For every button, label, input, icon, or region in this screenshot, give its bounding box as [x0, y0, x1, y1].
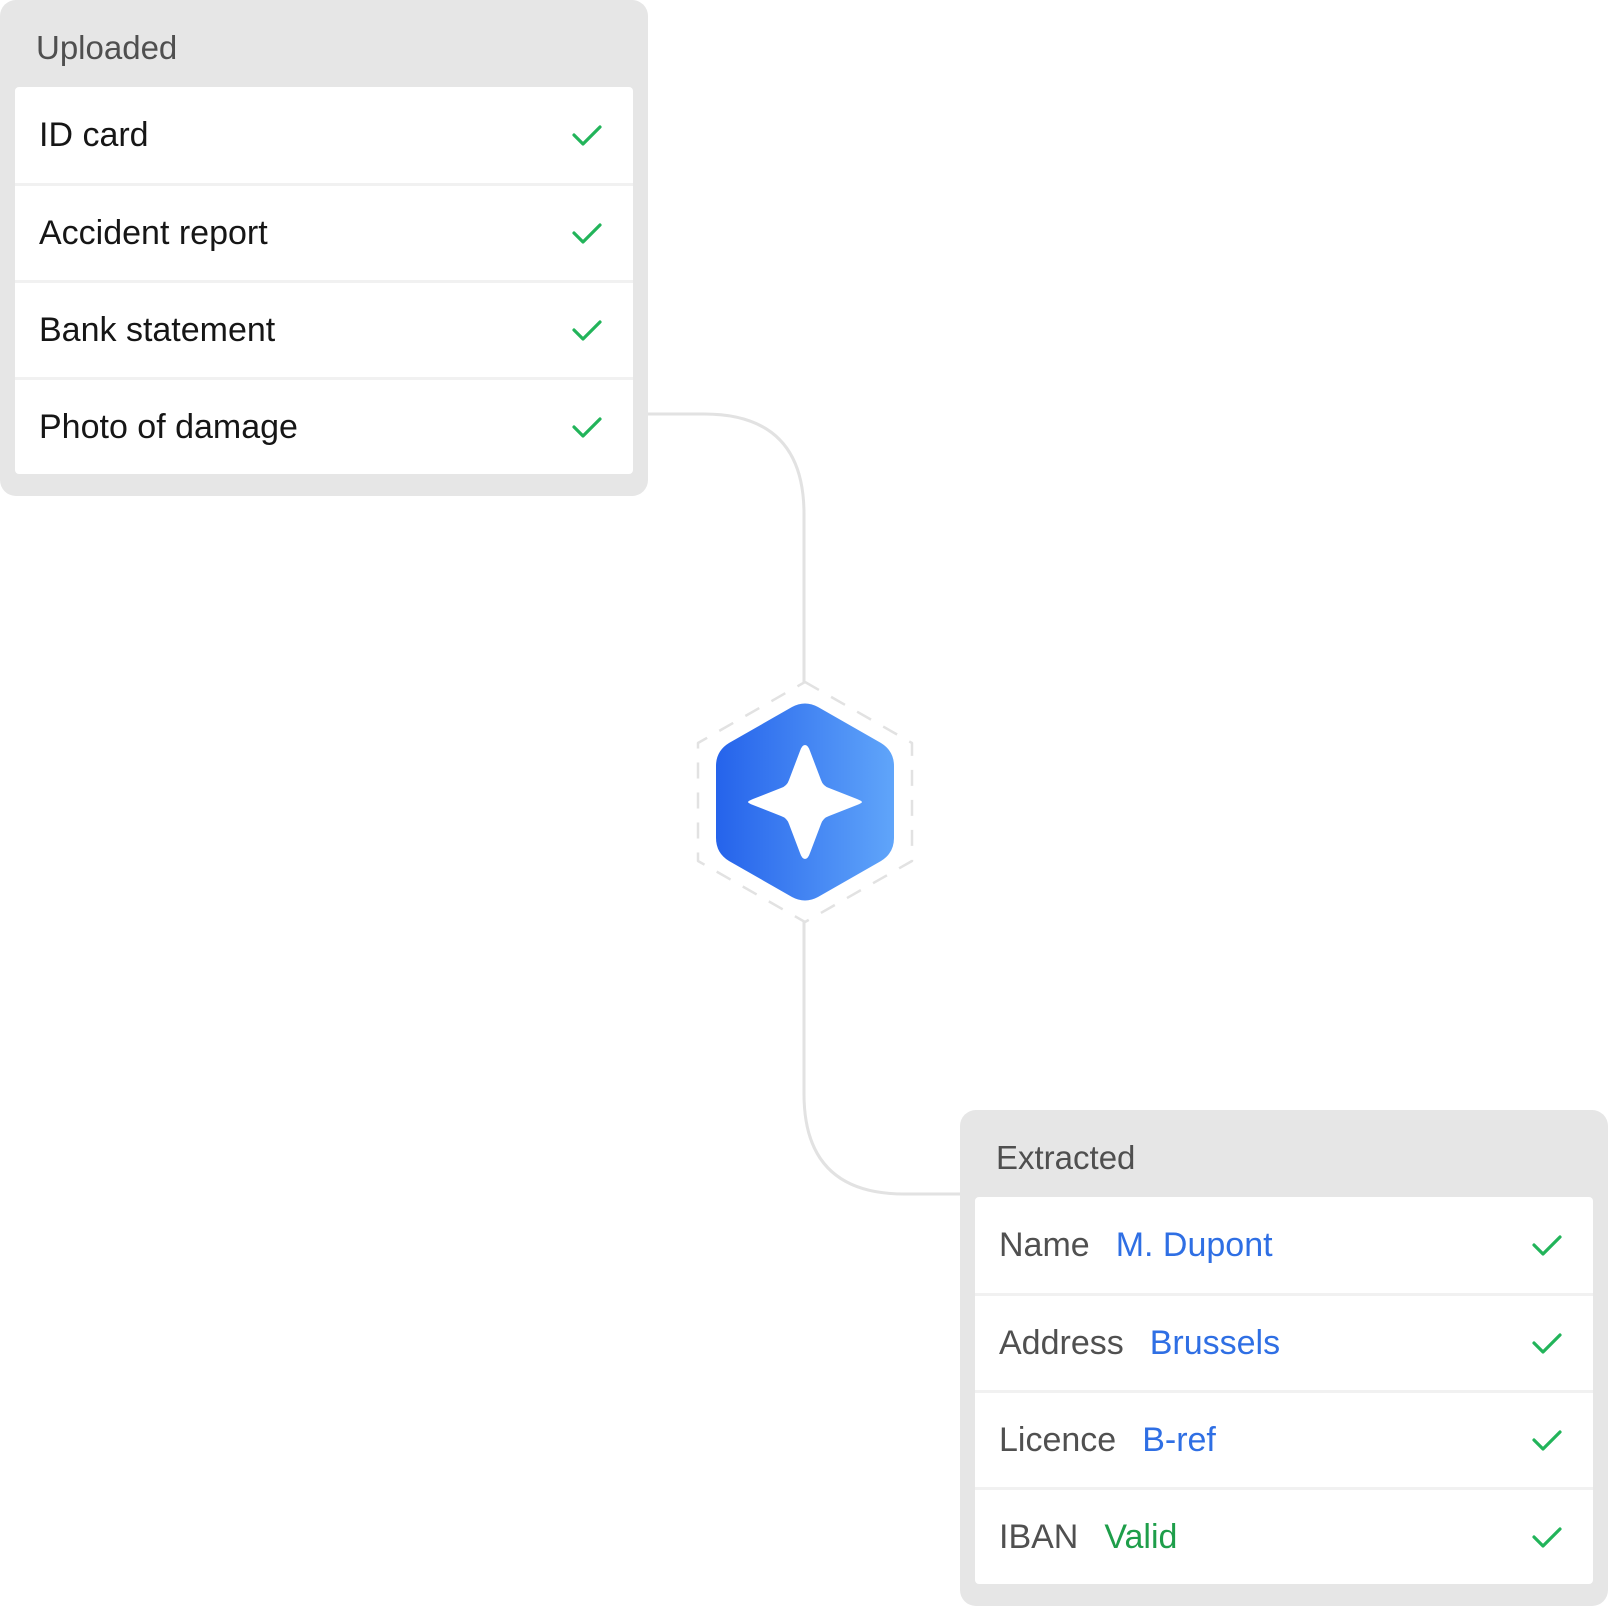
- extracted-field-name: Name M. Dupont: [975, 1197, 1593, 1293]
- check-icon: [1532, 1527, 1562, 1548]
- sparkle-icon: [748, 745, 862, 859]
- field-label: IBAN: [999, 1517, 1079, 1556]
- field-label: Licence: [999, 1420, 1117, 1459]
- uploaded-panel-title: Uploaded: [36, 29, 178, 66]
- field-value: M. Dupont: [1115, 1225, 1273, 1264]
- extracted-field-address: Address Brussels: [975, 1293, 1593, 1390]
- uploaded-item-label: Bank statement: [39, 310, 276, 349]
- field-label: Name: [999, 1225, 1090, 1264]
- uploaded-item-label: Photo of damage: [39, 407, 298, 446]
- uploaded-item-label: ID card: [39, 115, 149, 154]
- check-icon: [1532, 1430, 1562, 1451]
- uploaded-panel: Uploaded ID card Accident report Bank st…: [0, 0, 648, 496]
- check-icon: [1532, 1235, 1562, 1256]
- check-icon: [572, 125, 602, 146]
- uploaded-item-photo-of-damage: Photo of damage: [15, 377, 633, 474]
- uploaded-item-label: Accident report: [39, 213, 268, 252]
- uploaded-list: ID card Accident report Bank statement P…: [15, 87, 633, 474]
- check-icon: [572, 417, 602, 438]
- check-icon: [572, 320, 602, 341]
- field-value: B-ref: [1142, 1420, 1216, 1459]
- field-value: Brussels: [1149, 1323, 1281, 1362]
- extracted-field-iban: IBAN Valid: [975, 1487, 1593, 1584]
- field-value: Valid: [1104, 1517, 1178, 1556]
- extracted-panel-title: Extracted: [996, 1139, 1136, 1176]
- extracted-panel: Extracted Name M. Dupont Address Brussel…: [960, 1110, 1608, 1606]
- extracted-field-licence: Licence B-ref: [975, 1390, 1593, 1487]
- uploaded-item-accident-report: Accident report: [15, 183, 633, 280]
- connector-uploaded-to-hub: [648, 412, 806, 682]
- hub-dashed-outline: [696, 680, 914, 924]
- check-icon: [572, 223, 602, 244]
- uploaded-item-bank-statement: Bank statement: [15, 280, 633, 377]
- field-label: Address: [999, 1323, 1124, 1362]
- uploaded-item-id-card: ID card: [15, 87, 633, 183]
- ai-hub: [696, 680, 914, 924]
- connector-hub-to-extracted: [802, 922, 962, 1196]
- extracted-list: Name M. Dupont Address Brussels Licence …: [975, 1197, 1593, 1584]
- check-icon: [1532, 1333, 1562, 1354]
